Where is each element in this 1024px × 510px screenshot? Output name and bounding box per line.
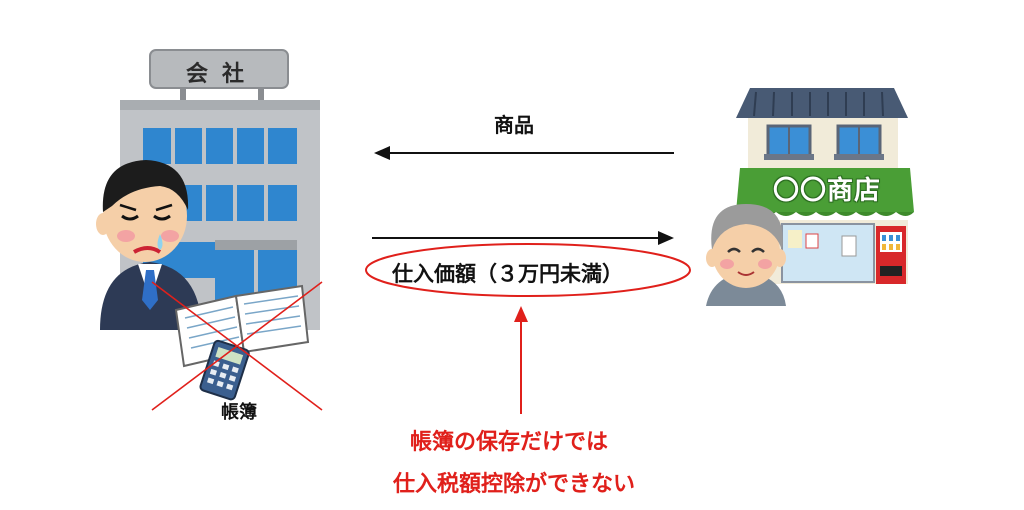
price-highlight-ellipse: [365, 243, 691, 297]
note-line-1: 帳簿の保存だけでは: [410, 430, 609, 455]
company-sign: 会社: [185, 62, 258, 87]
note-line-2: 仕入税額控除ができない: [393, 472, 636, 497]
shopkeeper-illustration: [706, 204, 786, 306]
payment-arrow-right: [372, 231, 674, 245]
books-label: 帳簿: [221, 402, 257, 423]
goods-arrow-left: [374, 146, 674, 160]
goods-label: 商品: [494, 113, 534, 137]
shop-sign: 〇〇商店: [772, 176, 881, 206]
red-pointer-arrow: [514, 306, 528, 414]
price-label: 仕入価額（３万円未満）: [392, 262, 623, 286]
worried-man-illustration: [96, 160, 202, 330]
red-cross-mark: [151, 281, 323, 411]
